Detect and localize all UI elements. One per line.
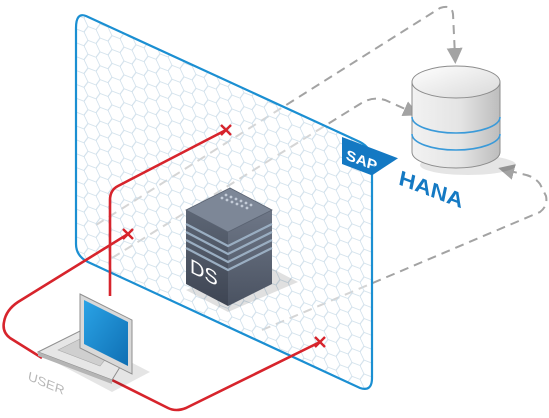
block-marker-upper (220, 124, 232, 136)
blocked-path-group (2, 128, 321, 412)
laptop-icon: USER (28, 293, 150, 398)
sap-registered-mark: ® (372, 163, 378, 174)
blocked-path-lower (111, 340, 321, 412)
data-path-bottom (261, 164, 548, 331)
block-marker-left (122, 228, 134, 240)
data-path-middle (111, 97, 420, 259)
red-x-marker-group (122, 124, 326, 348)
sap-logo-shape (342, 136, 398, 176)
user-label: USER (28, 368, 64, 398)
blocked-path-left (2, 232, 129, 360)
server-stack-icon: DS (185, 187, 298, 312)
block-marker-lower (314, 336, 326, 348)
blocked-path-upper (108, 128, 227, 296)
data-path-top (95, 5, 463, 226)
laptop-screen (84, 300, 128, 366)
server-top-face (185, 187, 273, 233)
database-cylinder-icon (411, 65, 516, 175)
data-path-group (95, 5, 548, 331)
